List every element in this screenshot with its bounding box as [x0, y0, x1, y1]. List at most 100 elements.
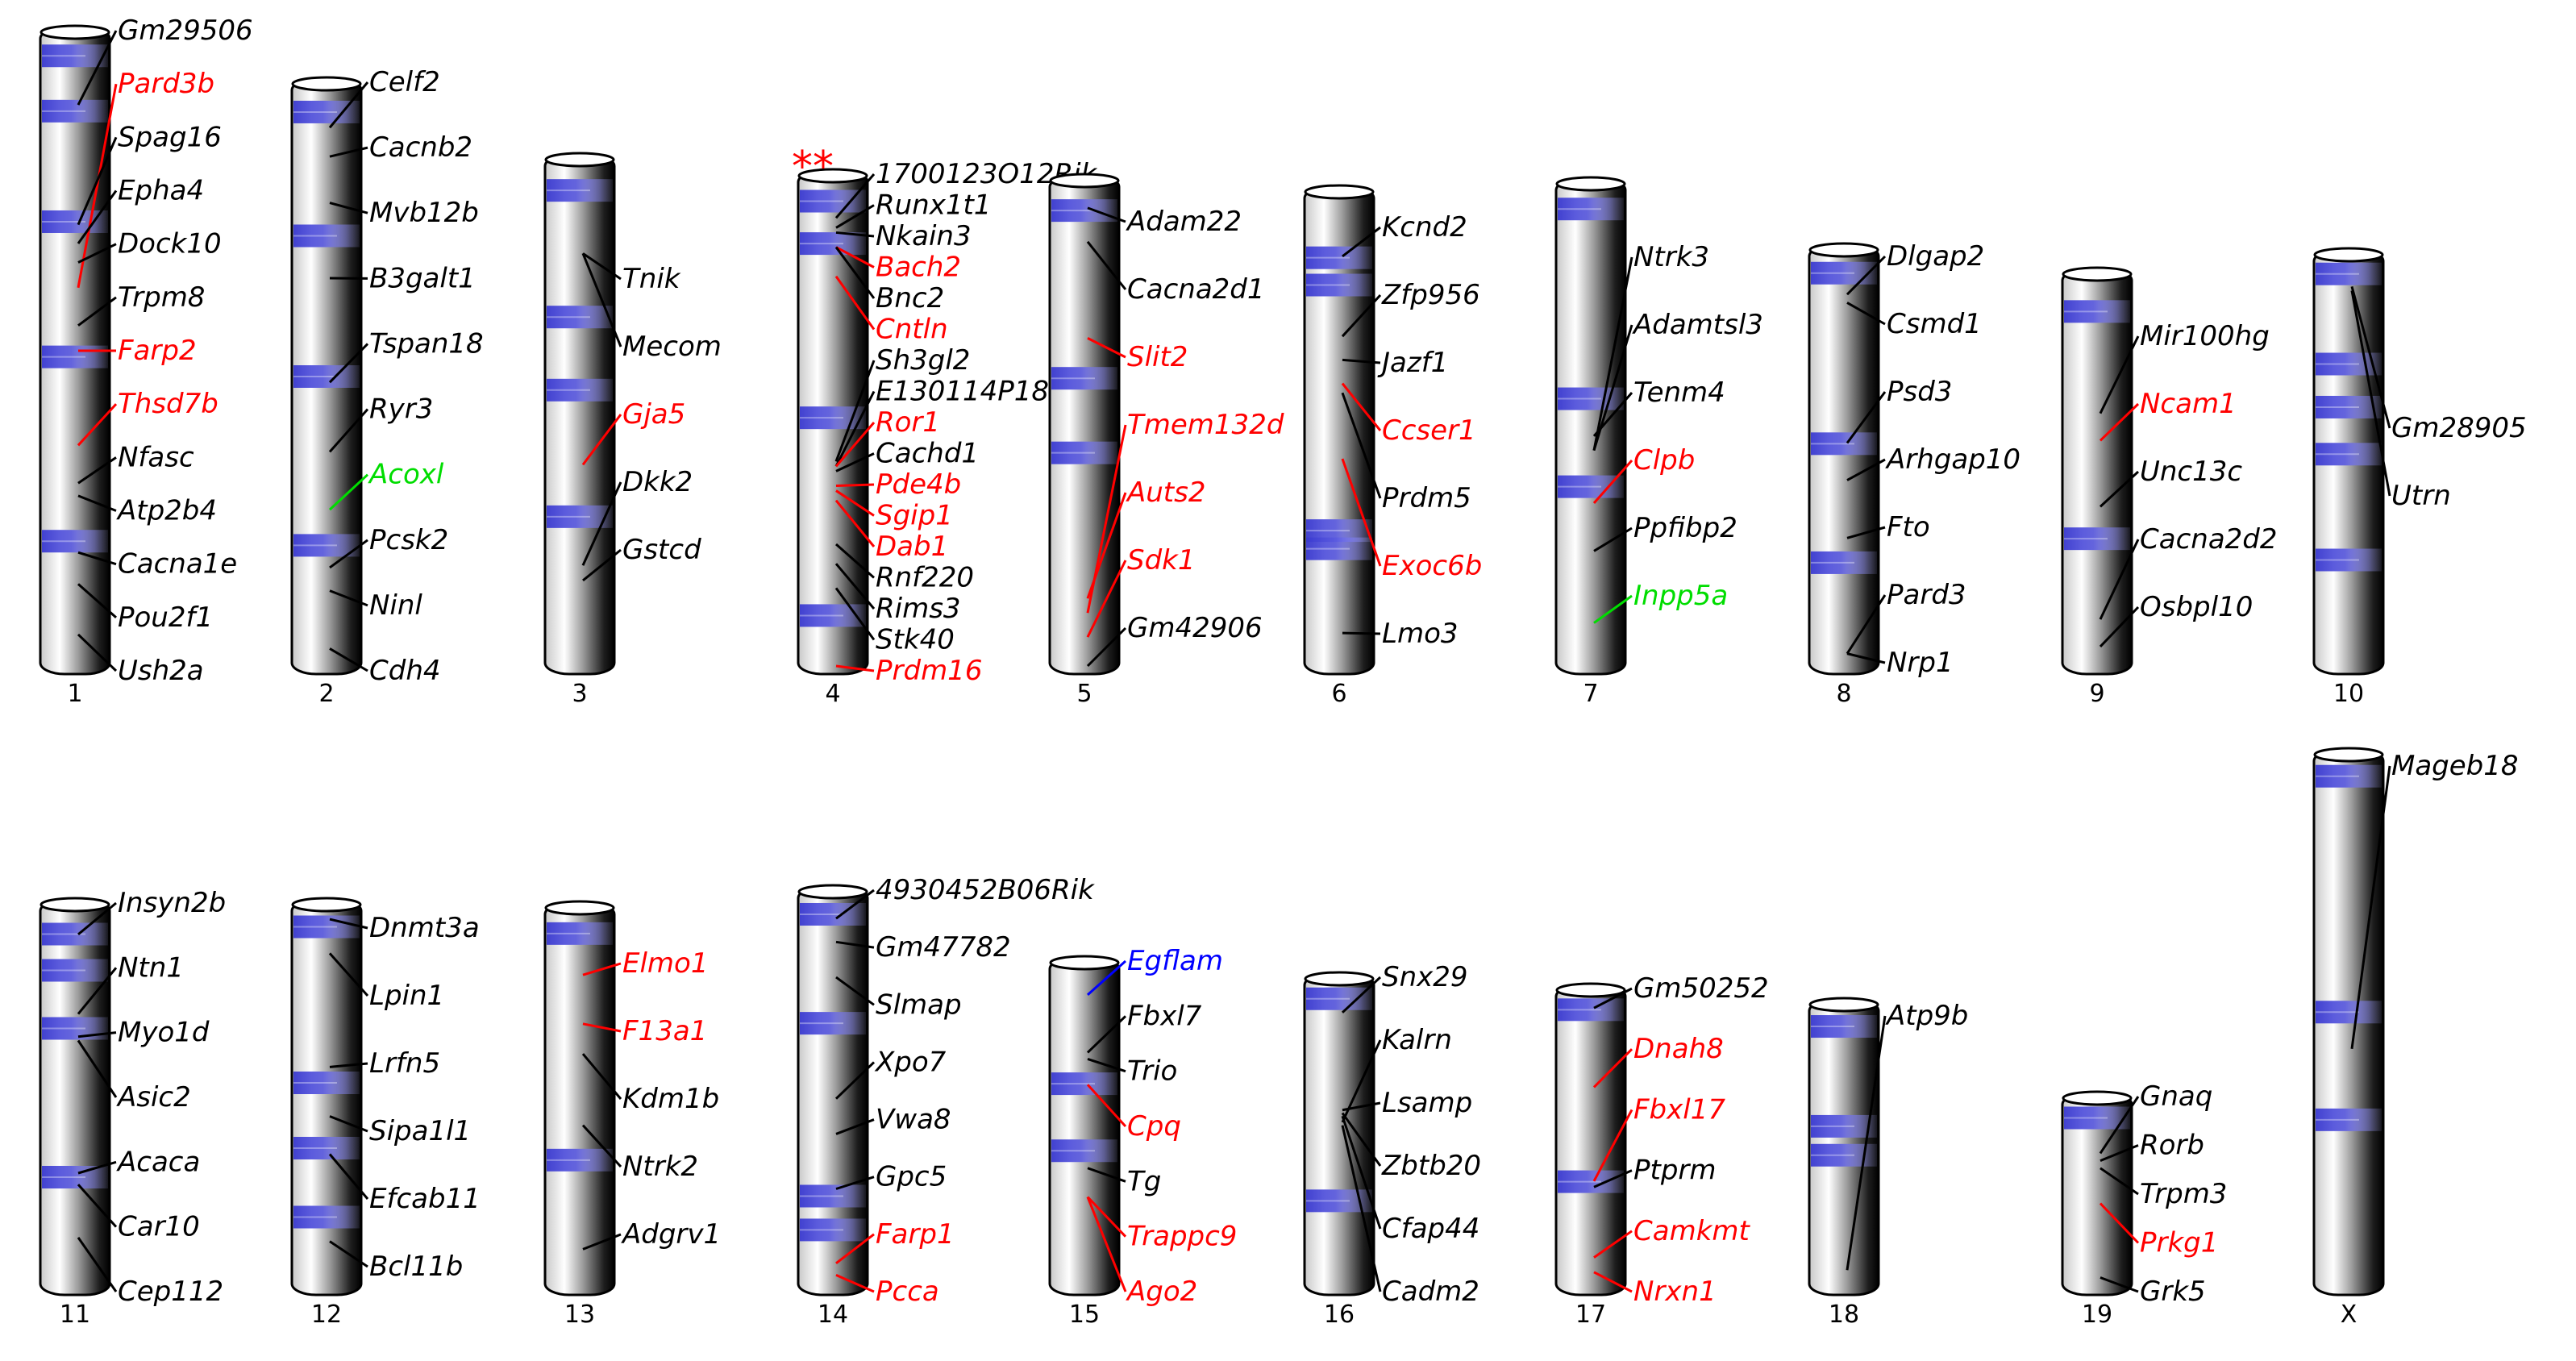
gene-label: F13a1 — [622, 1015, 707, 1047]
chromosome-cap — [40, 24, 110, 40]
chromosome-band — [2316, 764, 2382, 788]
gene-connector — [77, 403, 118, 447]
chromosome-band — [547, 179, 613, 202]
chromosome-band — [1051, 1139, 1117, 1163]
gene-connector — [1593, 1271, 1633, 1293]
gene-label: Ror1 — [876, 406, 940, 439]
chromosome-cap — [2062, 266, 2133, 282]
gene-connector — [77, 583, 117, 618]
chromosome-band — [42, 1017, 108, 1040]
chromosome-cap — [2313, 747, 2384, 763]
gene-connector — [835, 664, 875, 672]
gene-label: Slmap — [876, 988, 962, 1021]
chromosome-band — [547, 378, 613, 402]
gene-label: Spag16 — [118, 121, 222, 153]
chromosome-band — [42, 99, 108, 123]
gene-connector — [834, 563, 876, 610]
gene-label: Gja5 — [622, 398, 685, 431]
gene-connector — [1342, 358, 1381, 364]
chromosome-band — [1558, 1170, 1624, 1193]
chromosome-body — [1048, 174, 1121, 676]
chromosome-cap — [797, 168, 868, 184]
gene-connector — [1341, 1112, 1382, 1167]
gene-label: Epha4 — [118, 175, 204, 207]
chromosome-number: 1 — [67, 680, 82, 708]
gene-label: Ryr3 — [369, 393, 433, 426]
gene-label: Arhgap10 — [1885, 443, 2020, 476]
chromosome-cap — [291, 897, 362, 913]
gene-label: Cacna2d2 — [2140, 523, 2278, 556]
gene-connector — [329, 202, 368, 214]
chromosome-cap — [797, 884, 868, 900]
chromosome-band — [1051, 441, 1117, 464]
gene-connector — [582, 252, 622, 281]
gene-label: Lmo3 — [1382, 618, 1459, 650]
gene-label: Elmo1 — [622, 947, 708, 980]
gene-connector — [77, 494, 117, 512]
gene-connector — [328, 1153, 369, 1200]
gene-connector — [1341, 382, 1382, 431]
chromosome-band — [1811, 551, 1877, 574]
gene-label: Car10 — [118, 1211, 200, 1243]
chromosome-cap — [1808, 242, 1879, 258]
gene-connector — [835, 489, 875, 517]
gene-connector — [1086, 1197, 1127, 1292]
chromosome-number: 16 — [1324, 1301, 1355, 1329]
gene-connector — [581, 1053, 622, 1100]
gene-label: Csmd1 — [1887, 308, 1982, 340]
gene-label: Tspan18 — [369, 327, 484, 360]
chromosome-number: 7 — [1583, 680, 1598, 708]
chromosome-1: 1Gm29506Pard3bSpag16Epha4Dock10Trpm8Farp… — [39, 15, 253, 708]
gene-label: Cpq — [1127, 1110, 1181, 1142]
gene-label: Inpp5a — [1633, 580, 1728, 612]
gene-connector — [835, 452, 875, 472]
gene-label: Cachd1 — [876, 438, 979, 470]
gene-label: Gnaq — [2140, 1080, 2212, 1113]
gene-label: Ntrk3 — [1633, 241, 1709, 273]
gene-label: Ntrk2 — [622, 1151, 698, 1183]
gene-connector — [1846, 652, 1886, 664]
chromosome-body — [1303, 972, 1375, 1296]
gene-connector — [1342, 1101, 1381, 1112]
gene-connector — [77, 136, 118, 226]
gene-connector — [328, 952, 369, 997]
gene-label: Sipa1l1 — [369, 1115, 471, 1147]
gene-connector — [835, 483, 875, 488]
gene-connector — [834, 1061, 876, 1100]
chromosome-band — [800, 902, 866, 926]
chromosome-band — [1811, 1015, 1877, 1038]
chromosome-band — [1558, 475, 1624, 498]
chromosome-number: 19 — [2082, 1301, 2112, 1329]
gene-label: Pcca — [876, 1276, 939, 1308]
gene-connector — [1341, 976, 1382, 1013]
gene-label: Ninl — [369, 589, 422, 622]
gene-connector — [2350, 765, 2391, 1049]
gene-connector — [1846, 1015, 1887, 1271]
gene-connector — [77, 83, 118, 289]
gene-connector — [834, 390, 876, 468]
gene-connector — [1846, 526, 1886, 539]
chromosome-band — [547, 306, 613, 329]
gene-connector — [1592, 1109, 1633, 1182]
gene-connector — [582, 1233, 622, 1251]
gene-connector — [329, 647, 368, 672]
chromosome-5: 5Adam22Cacna2d1Slit2Tmem132dAuts2Sdk1Gm4… — [1048, 173, 1284, 708]
gene-label: Gm29506 — [118, 15, 253, 47]
gene-connector — [835, 1274, 875, 1293]
gene-connector — [1592, 460, 1633, 505]
gene-label: Rorb — [2140, 1130, 2204, 1162]
gene-label: Pde4b — [876, 468, 961, 501]
gene-connector — [1086, 560, 1127, 638]
gene-label: Camkmt — [1633, 1215, 1751, 1247]
chromosome-band — [42, 345, 108, 368]
chromosome-band — [42, 922, 108, 946]
gene-label: Jazf1 — [1377, 347, 1448, 379]
gene-label: Sgip1 — [876, 500, 953, 532]
gene-connector — [2100, 1167, 2139, 1196]
gene-connector — [834, 422, 876, 468]
gene-connector — [2099, 402, 2140, 442]
